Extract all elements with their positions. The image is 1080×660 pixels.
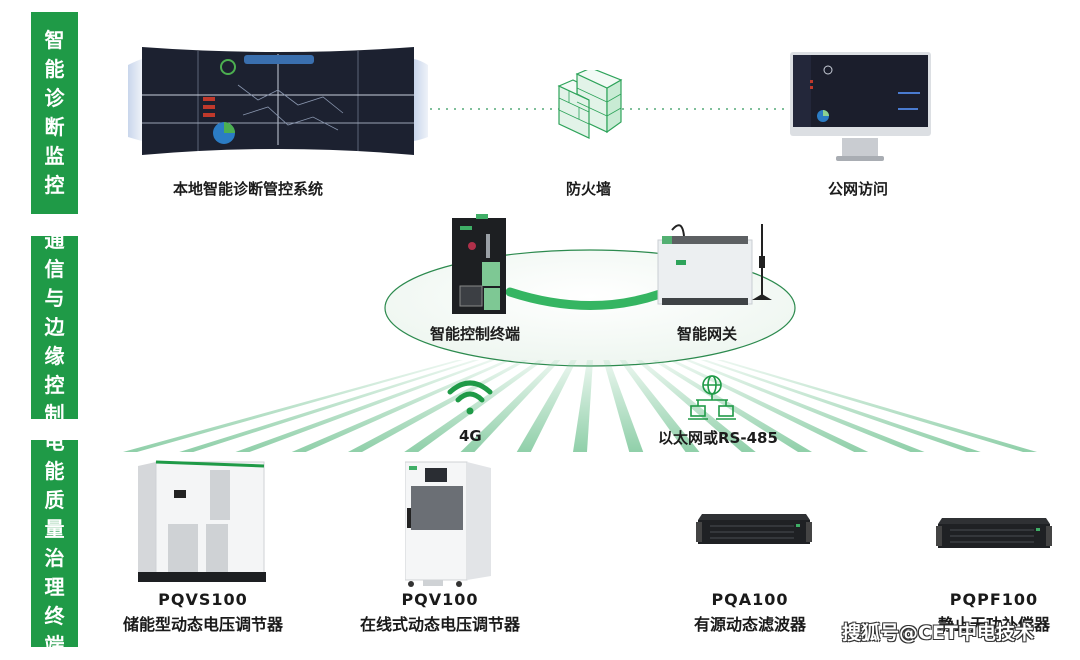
band-char: 能 [44,57,65,81]
product-model: PQV100 [401,590,479,609]
signal-ray [603,360,644,452]
signal-rays [123,360,1037,452]
signal-ray [573,360,593,452]
smart-gateway-image [657,224,772,305]
local-system-label: 本地智能诊断管控系统 [173,180,324,198]
signal-ray [291,360,512,452]
signal-ray [123,360,463,452]
band-char: 治 [44,545,65,570]
pqa100-rack-image [696,514,812,544]
signal-ray [235,360,496,452]
gateway-label: 智能网关 [677,325,738,343]
band-char: 诊 [44,86,65,110]
category-band-monitoring: 智 能 诊 断 监 控 [31,12,78,214]
ethernet-network-icon [688,375,736,420]
signal-ray [516,360,577,452]
band-char: 智 [44,28,65,52]
pqv100-cabinet-image [405,461,491,587]
band-char: 边 [44,315,65,339]
band-char: 监 [44,144,65,168]
video-wall-image [128,47,428,155]
band-char: 电 [44,429,65,454]
band-char: 断 [44,115,65,139]
category-band-power-quality: 电 能 质 量 治 理 终 端 [31,430,78,657]
product-desc: 在线式动态电压调节器 [359,615,520,634]
firewall-icon [557,70,623,139]
product-pqa100: PQA100 有源动态滤波器 [660,590,840,635]
signal-ray [404,360,545,452]
product-desc: 静止无功补偿器 [937,615,1050,634]
pqpf100-rack-image [936,518,1052,548]
pqvs100-cabinet-image [138,460,266,582]
smart-controller-image [452,214,506,314]
public-access-label: 公网访问 [828,180,889,198]
category-band-communication: 通 信 与 边 缘 控 制 [31,228,78,426]
signal-ray [619,360,700,452]
band-char: 信 [44,257,65,281]
product-pqpf100: PQPF100 静止无功补偿器 [904,590,1080,635]
product-model: PQVS100 [158,590,248,609]
band-char: 控 [44,173,65,197]
band-char: 通 [44,228,65,252]
product-desc: 储能型动态电压调节器 [122,615,283,634]
signal-ray [684,360,925,452]
band-char: 质 [44,487,65,512]
product-model: PQPF100 [949,590,1039,609]
product-desc: 有源动态滤波器 [693,615,806,634]
wired-label: 以太网或RS-485 [658,429,778,447]
signal-ray [348,360,528,452]
signal-ray [668,360,869,452]
signal-ray [460,360,561,452]
product-pqvs100: PQVS100 储能型动态电压调节器 [108,590,298,635]
product-pqv100: PQV100 在线式动态电压调节器 [345,590,535,635]
band-char: 缘 [44,344,65,368]
product-model: PQA100 [711,590,789,609]
watermark: 搜狐号@CET中电技术 [842,622,1034,644]
band-char: 端 [44,632,65,657]
band-char: 控 [44,373,65,397]
band-char: 量 [44,516,65,541]
firewall-label: 防火墙 [566,180,612,198]
band-char: 与 [44,286,65,310]
wireless-label: 4G [459,427,482,445]
desktop-monitor-image [790,52,931,161]
signal-ray [717,360,1037,452]
band-char: 能 [44,458,65,483]
band-char: 制 [44,402,65,426]
band-char: 终 [44,603,65,628]
wifi-4g-icon [447,380,493,415]
signal-ray [700,360,981,452]
controller-label: 智能控制终端 [430,325,521,343]
signal-ray [179,360,480,452]
band-char: 理 [44,574,65,599]
